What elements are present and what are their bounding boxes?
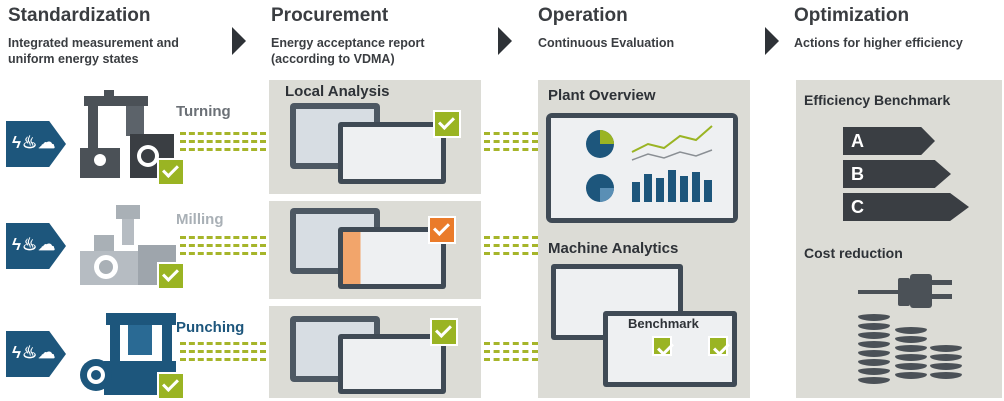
power-plug-icon <box>858 274 952 308</box>
subtitle-line: Actions for higher efficiency <box>794 36 963 50</box>
check-icon <box>428 216 456 244</box>
flow-arrow <box>498 27 512 55</box>
connector-dash <box>180 132 266 135</box>
energy-media-icon: ϟ♨☁ <box>12 133 57 152</box>
efficiency-class-a-label: A <box>851 131 864 151</box>
phase-subtitle-operation: Continuous Evaluation <box>538 35 748 51</box>
connector-dash <box>484 342 538 345</box>
energy-media-badge: ϟ♨☁ <box>6 121 66 167</box>
check-icon <box>433 110 461 138</box>
connector-dash <box>180 252 266 255</box>
dashboard-charts <box>586 125 713 202</box>
benchmark-label: Benchmark <box>628 316 699 331</box>
coin-stack-icon <box>895 325 931 387</box>
subtitle-line: uniform energy states <box>8 52 139 66</box>
connector-dash <box>484 350 538 353</box>
phase-title-operation: Operation <box>538 5 628 26</box>
machine-label-punching: Punching <box>176 319 245 336</box>
connector-dash <box>484 358 538 361</box>
check-icon <box>157 158 185 186</box>
connector-dash <box>484 148 538 151</box>
machine-label-turning: Turning <box>176 103 231 120</box>
energy-report-tablet <box>338 122 446 184</box>
connector-dash <box>180 140 266 143</box>
subtitle-line: Energy acceptance report <box>271 36 425 50</box>
coin-stack-icon <box>930 343 966 387</box>
plant-overview-dashboard <box>546 113 738 223</box>
check-icon <box>157 262 185 290</box>
check-icon <box>652 336 672 356</box>
energy-media-badge: ϟ♨☁ <box>6 223 66 269</box>
connector-dash <box>484 252 538 255</box>
panel-title-plant-overview: Plant Overview <box>548 87 656 104</box>
efficiency-class-c: C <box>843 193 969 221</box>
flow-arrow <box>232 27 246 55</box>
check-icon <box>708 336 728 356</box>
subtitle-line: (according to VDMA) <box>271 52 395 66</box>
phase-subtitle-standardization: Integrated measurement and uniform energ… <box>8 35 218 67</box>
energy-media-badge: ϟ♨☁ <box>6 331 66 377</box>
energy-media-icon: ϟ♨☁ <box>12 343 57 362</box>
phase-title-standardization: Standardization <box>8 5 151 26</box>
phase-title-procurement: Procurement <box>271 5 389 26</box>
punching-machine-icon <box>80 313 176 395</box>
subtitle-line: Continuous Evaluation <box>538 36 675 50</box>
connector-dash <box>180 342 266 345</box>
connector-dash <box>180 350 266 353</box>
connector-dash <box>484 140 538 143</box>
connector-dash <box>180 358 266 361</box>
efficiency-class-b-label: B <box>851 164 864 184</box>
panel-title-efficiency-benchmark: Efficiency Benchmark <box>804 92 951 108</box>
flow-arrow <box>765 27 779 55</box>
connector-dash <box>484 236 538 239</box>
connector-dash <box>180 148 266 151</box>
connector-dash <box>484 132 538 135</box>
efficiency-class-c-label: C <box>851 197 864 217</box>
phase-title-optimization: Optimization <box>794 5 910 26</box>
efficiency-class-b: B <box>843 160 951 188</box>
connector-dash <box>484 244 538 247</box>
connector-dash <box>180 244 266 247</box>
panel-title-local-analysis: Local Analysis <box>285 83 390 100</box>
efficiency-class-a: A <box>843 127 935 155</box>
phase-subtitle-optimization: Actions for higher efficiency <box>794 35 1004 51</box>
machine-label-milling: Milling <box>176 211 224 228</box>
coin-stack-icon <box>858 308 894 388</box>
phase-subtitle-procurement: Energy acceptance report (according to V… <box>271 35 481 67</box>
energy-report-tablet <box>338 334 446 394</box>
energy-media-icon: ϟ♨☁ <box>12 235 57 254</box>
subtitle-line: Integrated measurement and <box>8 36 179 50</box>
connector-dash <box>180 236 266 239</box>
panel-title-cost-reduction: Cost reduction <box>804 245 903 261</box>
panel-title-machine-analytics: Machine Analytics <box>548 240 679 257</box>
check-icon <box>157 372 185 400</box>
check-icon <box>430 318 458 346</box>
